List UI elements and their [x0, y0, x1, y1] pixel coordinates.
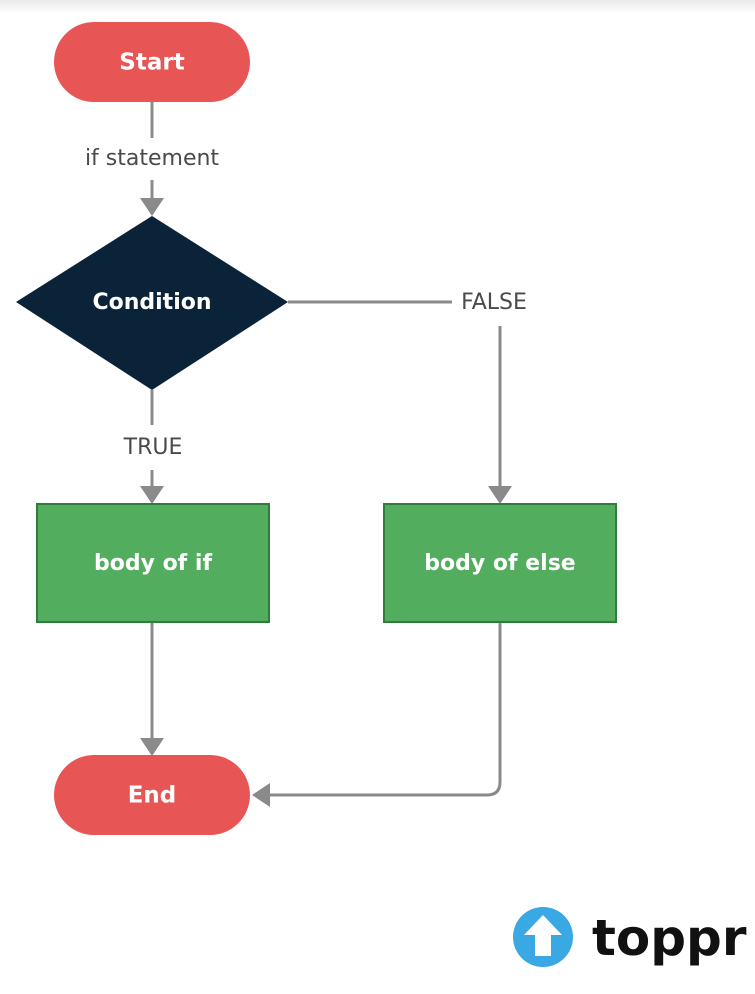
arrowhead-down-to-body-if — [140, 486, 164, 504]
arrowheads — [140, 198, 512, 807]
top-band — [0, 0, 755, 14]
if-statement-label: if statement — [85, 146, 219, 171]
body-of-else-label: body of else — [424, 551, 575, 576]
false-label: FALSE — [461, 290, 527, 315]
body-of-if-label: body of if — [94, 551, 212, 576]
end-label: End — [128, 783, 177, 809]
toppr-logo: toppr — [513, 907, 747, 967]
body-of-else-process — [383, 503, 617, 623]
connectors — [150, 102, 502, 797]
body-of-if-process — [36, 503, 270, 623]
true-label: TRUE — [123, 435, 183, 460]
start-label: Start — [119, 50, 184, 76]
arrowhead-down-to-body-else — [488, 486, 512, 504]
end-terminal — [54, 755, 250, 835]
arrowhead-left-to-end — [252, 783, 270, 807]
condition-decision — [16, 216, 288, 390]
logo-wordmark: toppr — [592, 909, 747, 967]
arrowhead-down-to-condition — [140, 198, 164, 216]
up-arrow-icon — [524, 915, 562, 956]
start-terminal — [54, 22, 250, 102]
condition-label: Condition — [92, 290, 211, 315]
arrowhead-down-to-end — [140, 738, 164, 756]
connector-else-to-end — [268, 622, 502, 797]
